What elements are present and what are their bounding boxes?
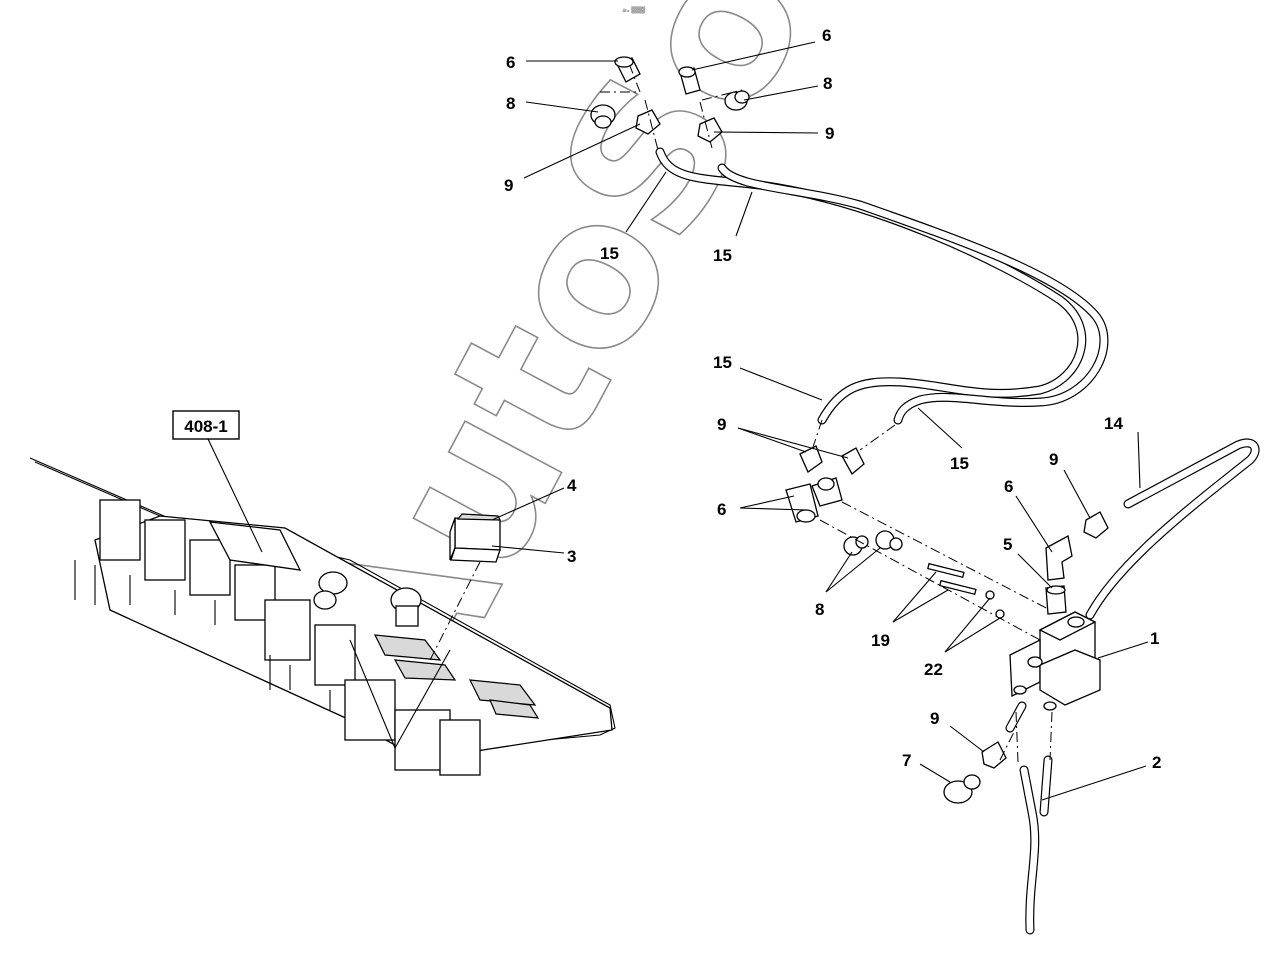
callout-19: 19: [871, 631, 890, 650]
valve-block: [1009, 511, 1109, 711]
callout-1: 1: [1150, 629, 1159, 648]
callout-6: 6: [1004, 477, 1013, 496]
callout-15: 15: [713, 246, 732, 265]
middle-fittings: [785, 419, 1051, 641]
callout-6: 6: [717, 500, 726, 519]
bottom-fittings: [943, 729, 1016, 804]
hose-lines: [655, 147, 1109, 425]
callout-6: 6: [822, 26, 831, 45]
rocker-switch: [429, 513, 501, 661]
callout-9: 9: [1049, 450, 1058, 469]
callout-3: 3: [567, 547, 576, 566]
callout-7: 7: [902, 751, 911, 770]
header-mark: ≡ₐ ▒▒▒: [622, 6, 646, 14]
callout-8: 8: [815, 600, 824, 619]
callout-9: 9: [930, 709, 939, 728]
callout-5: 5: [1003, 535, 1012, 554]
control-panel-assembly: [29, 457, 616, 776]
callout-8: 8: [823, 74, 832, 93]
callout-15: 15: [713, 353, 732, 372]
callout-15: 15: [600, 244, 619, 263]
callout-8: 8: [506, 94, 515, 113]
callout-9: 9: [825, 124, 834, 143]
callout-6: 6: [506, 53, 515, 72]
hose-2: [1005, 701, 1053, 935]
reference-box: 408-1: [172, 410, 263, 553]
callout-14: 14: [1104, 414, 1123, 433]
callout-9: 9: [504, 176, 513, 195]
leader-lines: [491, 41, 1149, 801]
callout-4: 4: [567, 476, 577, 495]
reference-box-label: 408-1: [184, 417, 227, 436]
top-fittings: [590, 56, 750, 151]
callout-9: 9: [717, 415, 726, 434]
callout-22: 22: [924, 660, 943, 679]
callout-labels: 6 6 8 8 9 9 15 15 15 15 9 4 3 6 8 19 14 …: [504, 26, 1161, 772]
hose-14: [1085, 438, 1260, 620]
callout-2: 2: [1152, 753, 1161, 772]
callout-15: 15: [950, 454, 969, 473]
bolts-washers: [927, 562, 1005, 619]
